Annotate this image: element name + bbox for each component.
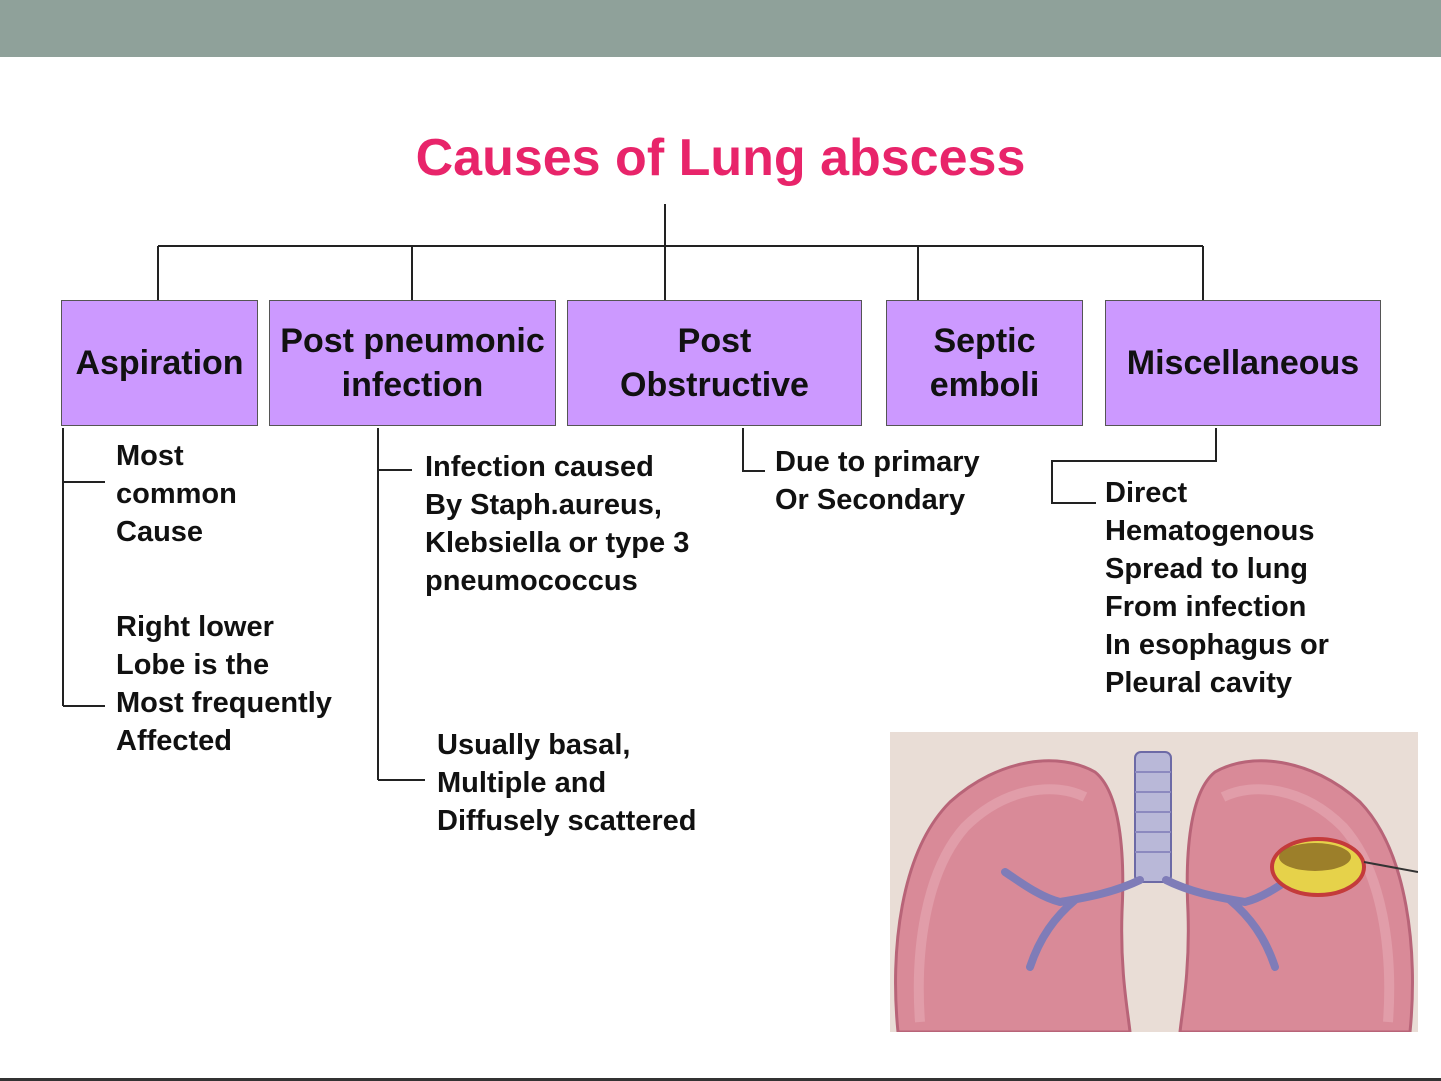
diagram-title: Causes of Lung abscess [415, 129, 1026, 187]
left-bronchus [1001, 868, 1144, 971]
footer-line [0, 1078, 1441, 1081]
lung-illustration-icon [890, 732, 1418, 1032]
left-lung [894, 759, 1132, 1032]
obstructive-elbow [742, 428, 765, 472]
misc-elbow [1051, 428, 1217, 504]
trachea [1134, 751, 1172, 883]
header-bar [0, 0, 1441, 57]
category-miscellaneous: Miscellaneous [1105, 300, 1381, 426]
right-lung [1178, 759, 1414, 1032]
category-aspiration: Aspiration [61, 300, 258, 426]
